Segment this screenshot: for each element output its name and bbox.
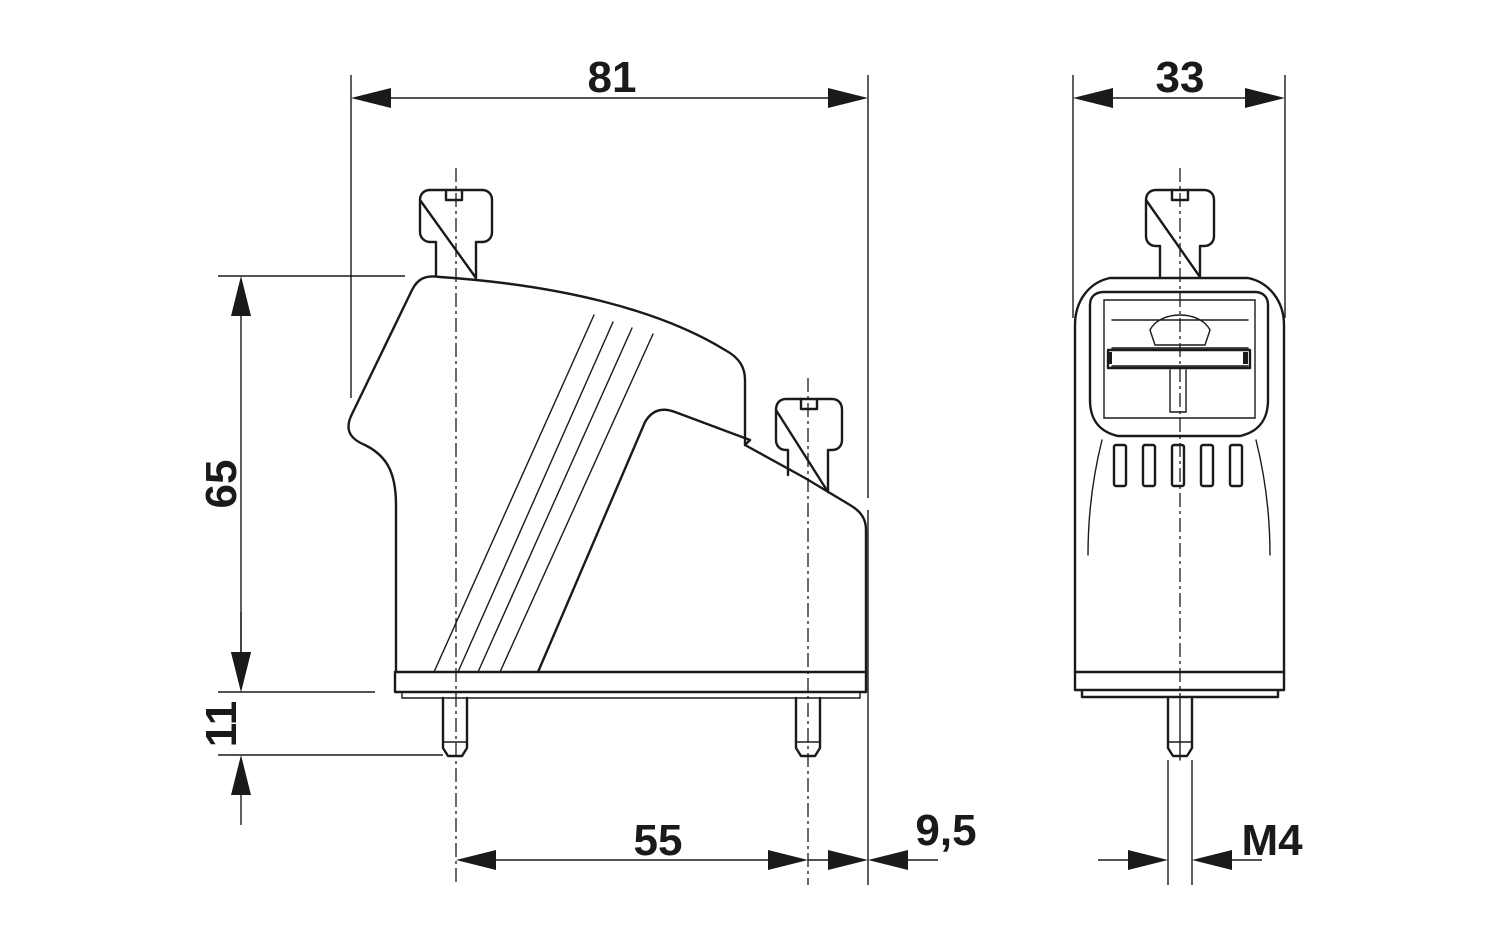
side-base-plate [393,670,868,694]
dimension-m4-label: M4 [1241,816,1303,865]
side-inner-panel [536,408,752,674]
side-view [347,168,868,885]
front-view [1073,168,1286,761]
dimension-33-label: 33 [1156,53,1205,102]
side-ribs [433,314,654,673]
dimension-81: 81 [350,53,869,498]
dimension-11: 11 [197,612,443,825]
side-left-screw [418,188,494,280]
dimension-55: 55 [456,816,808,870]
dimension-33: 33 [1072,53,1286,318]
dimension-65: 65 [197,275,405,693]
front-slots [1112,443,1244,488]
front-housing-outline [1073,276,1286,692]
dimension-m4: M4 [1098,760,1303,885]
dimension-9-5: 9,5 [808,510,977,885]
side-right-screw [774,397,844,494]
dimension-55-label: 55 [634,816,683,865]
front-window [1088,290,1270,438]
dimension-9-5-label: 9,5 [915,806,976,855]
side-housing-outline [347,275,868,674]
side-left-pin [441,696,469,758]
dimension-11-label: 11 [197,701,246,748]
dimension-81-label: 81 [588,53,637,102]
dimension-65-label: 65 [197,460,246,509]
